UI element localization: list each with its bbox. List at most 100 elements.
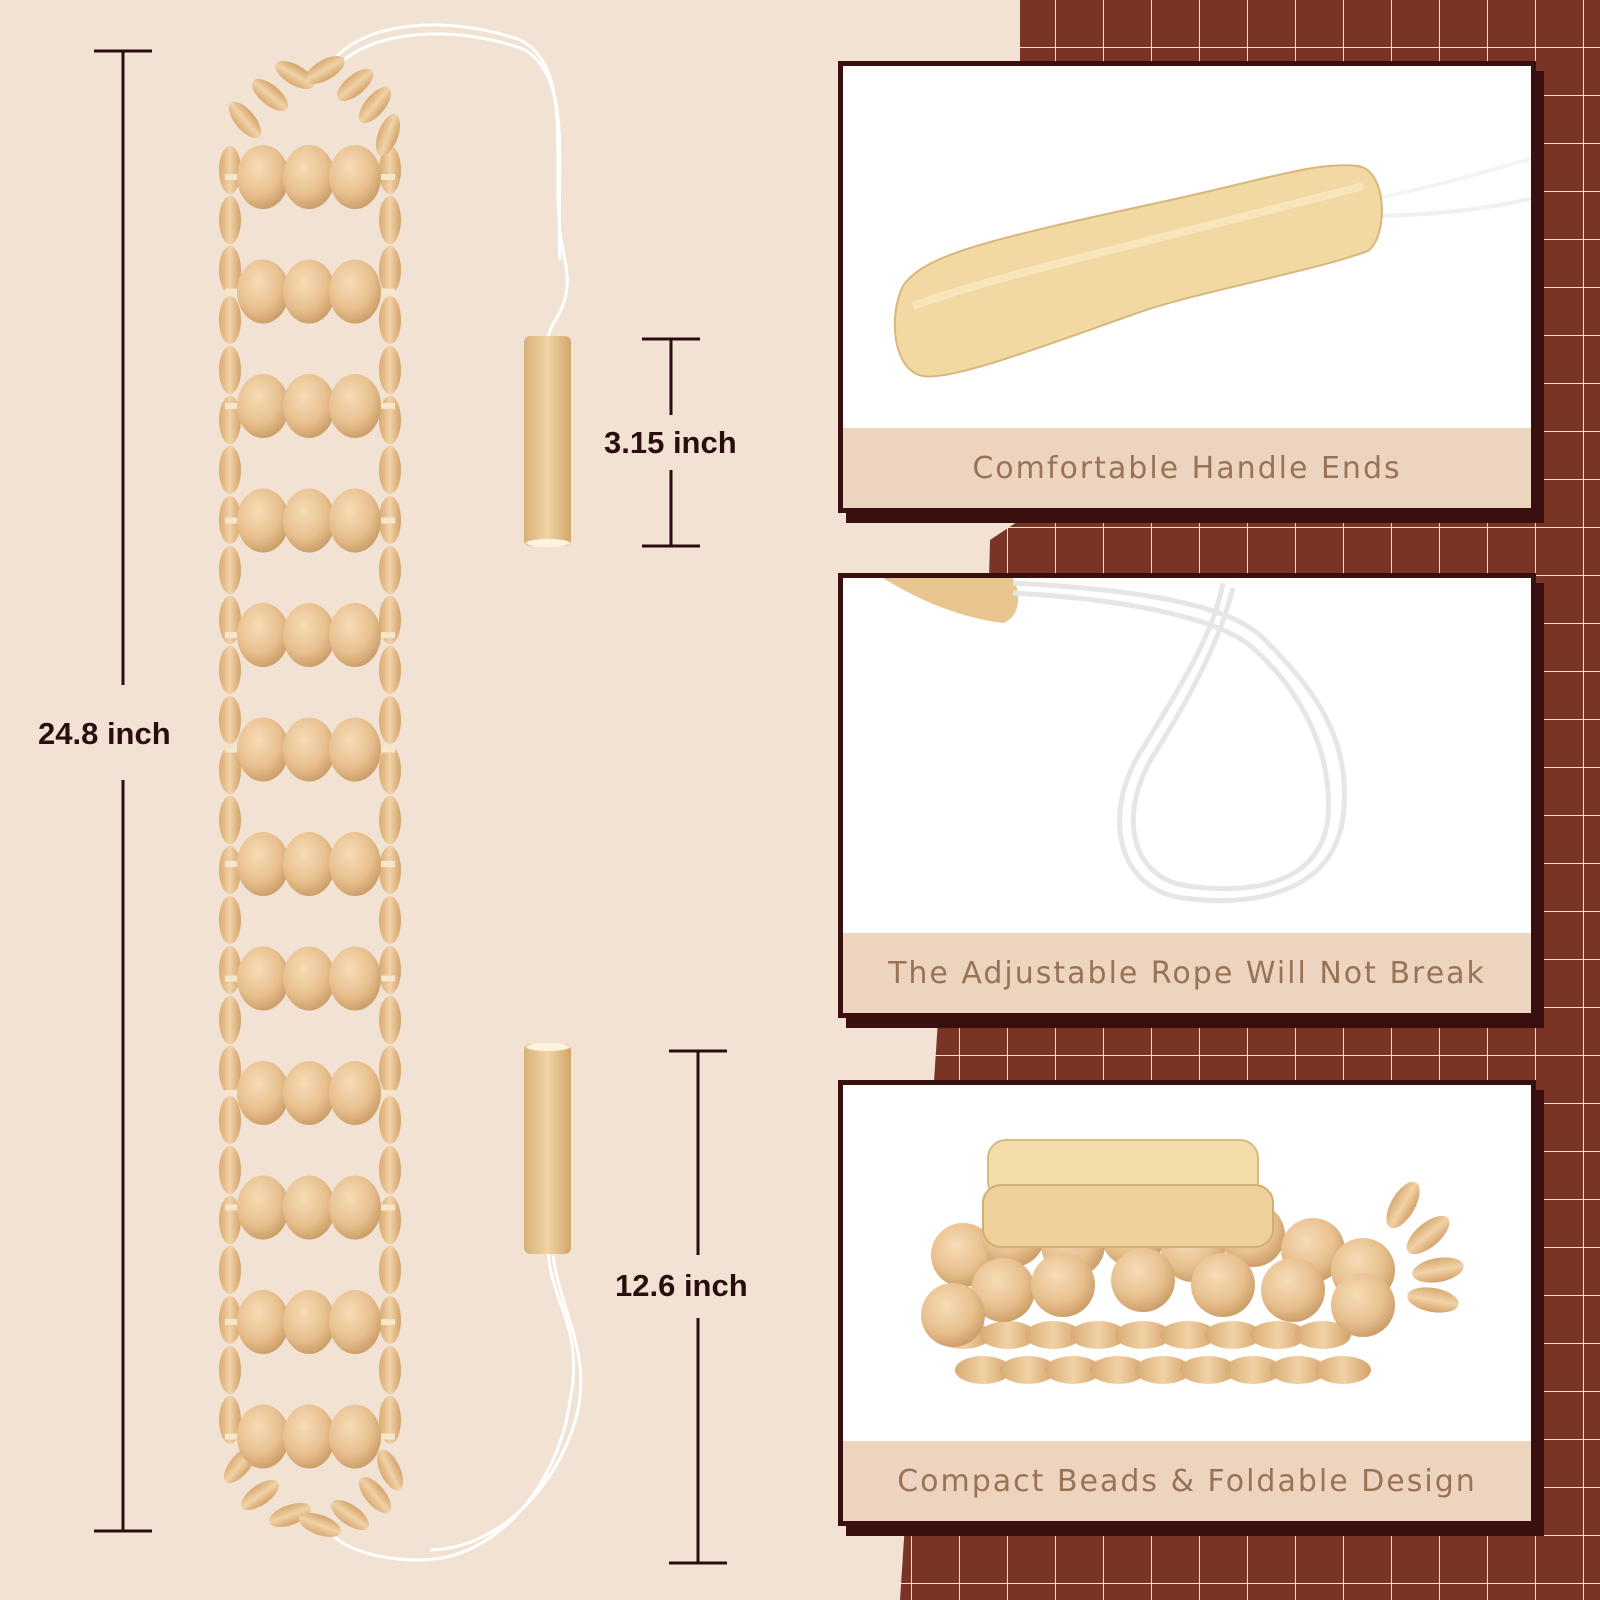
arc-bead xyxy=(331,1499,369,1531)
folded-oblong-bead xyxy=(1315,1356,1371,1384)
folded-oblong-bead xyxy=(1045,1356,1101,1384)
round-bead xyxy=(237,488,289,553)
side-bead xyxy=(379,346,401,394)
total-length-dimension xyxy=(94,49,152,1533)
folded-oblong-bead xyxy=(1180,1356,1236,1384)
round-bead xyxy=(329,717,381,782)
side-bead xyxy=(219,646,241,694)
folded-oblong-bead xyxy=(1386,1181,1420,1229)
folded-round-bead xyxy=(1031,1253,1095,1317)
side-bead xyxy=(219,196,241,244)
round-bead xyxy=(237,145,289,209)
arc-bead xyxy=(375,114,401,156)
round-bead xyxy=(237,1061,289,1125)
side-bead xyxy=(219,346,241,394)
side-bead xyxy=(219,946,241,994)
side-bead xyxy=(379,996,401,1044)
round-bead xyxy=(329,832,381,896)
side-bead xyxy=(379,196,401,244)
round-bead xyxy=(329,488,381,553)
side-bead xyxy=(219,146,241,194)
side-bead xyxy=(379,146,401,194)
round-bead xyxy=(237,1290,289,1354)
folded-round-bead xyxy=(1111,1248,1175,1312)
side-bead xyxy=(219,796,241,844)
folded-round-bead xyxy=(971,1258,1035,1322)
folded-oblong-bead xyxy=(1090,1356,1146,1384)
round-bead xyxy=(283,1290,335,1354)
side-bead xyxy=(219,296,241,344)
round-bead xyxy=(283,145,335,209)
side-bead xyxy=(379,1096,401,1144)
folded-round-bead xyxy=(1191,1253,1255,1317)
handle-length-label: 3.15 inch xyxy=(604,425,737,460)
arc-bead xyxy=(228,101,262,139)
folded-oblong-bead xyxy=(1406,1215,1450,1255)
round-bead xyxy=(283,1404,335,1469)
side-bead xyxy=(379,696,401,744)
folded-oblong-bead xyxy=(1070,1321,1126,1349)
arc-bead xyxy=(336,68,374,102)
round-bead xyxy=(283,374,335,438)
folded-rope xyxy=(1256,1109,1316,1165)
side-bead xyxy=(219,746,241,794)
round-bead xyxy=(237,259,289,324)
round-bead xyxy=(329,1290,381,1354)
round-bead xyxy=(329,1404,381,1469)
side-bead xyxy=(219,1096,241,1144)
side-bead xyxy=(219,1246,241,1294)
side-bead xyxy=(379,1146,401,1194)
round-bead xyxy=(283,1175,335,1240)
arc-bead xyxy=(251,78,289,112)
arc-bead xyxy=(241,1479,279,1511)
round-bead xyxy=(283,603,335,667)
rope-length-dimension xyxy=(669,1049,727,1565)
round-bead xyxy=(283,832,335,896)
side-bead xyxy=(219,896,241,944)
round-bead xyxy=(283,488,335,553)
folded-oblong-bead xyxy=(1407,1287,1459,1313)
handle-closeup-image xyxy=(893,156,1531,378)
side-bead xyxy=(219,696,241,744)
feature-panel-handle: Comfortable Handle Ends xyxy=(838,61,1536,513)
round-bead xyxy=(329,1061,381,1125)
folded-oblong-bead xyxy=(1250,1321,1306,1349)
side-bead xyxy=(379,1196,401,1244)
bead-massager xyxy=(219,56,403,1538)
folded-oblong-bead xyxy=(1295,1321,1351,1349)
side-bead xyxy=(219,1146,241,1194)
side-bead xyxy=(219,846,241,894)
side-bead xyxy=(379,896,401,944)
round-bead xyxy=(237,374,289,438)
folded-round-bead xyxy=(1331,1273,1395,1337)
side-bead xyxy=(379,546,401,594)
round-bead xyxy=(283,1061,335,1125)
handle-top xyxy=(524,336,571,546)
rope xyxy=(328,23,583,1562)
handle-bottom-end xyxy=(526,1043,570,1051)
arc-bead xyxy=(358,1476,392,1514)
round-bead xyxy=(329,259,381,324)
feature-caption-rope: The Adjustable Rope Will Not Break xyxy=(843,933,1531,1013)
handle-top-end xyxy=(526,539,570,547)
side-bead xyxy=(379,246,401,294)
folded-oblong-bead xyxy=(1025,1321,1081,1349)
round-bead xyxy=(329,374,381,438)
feature-caption-foldable: Compact Beads & Foldable Design xyxy=(843,1441,1531,1521)
folded-oblong-bead xyxy=(1270,1356,1326,1384)
folded-oblong-bead xyxy=(1135,1356,1191,1384)
folded-oblong-bead xyxy=(1160,1321,1216,1349)
side-bead xyxy=(379,296,401,344)
side-bead xyxy=(379,446,401,494)
folded-oblong-bead xyxy=(1205,1321,1261,1349)
round-bead xyxy=(237,832,289,896)
side-bead xyxy=(219,996,241,1044)
round-bead xyxy=(237,1404,289,1469)
side-bead xyxy=(379,1346,401,1394)
arc-bead xyxy=(358,86,392,124)
round-bead xyxy=(283,717,335,782)
feature-panel-rope: The Adjustable Rope Will Not Break xyxy=(838,573,1536,1018)
side-bead xyxy=(379,1396,401,1444)
round-bead xyxy=(237,717,289,782)
side-bead xyxy=(219,1046,241,1094)
